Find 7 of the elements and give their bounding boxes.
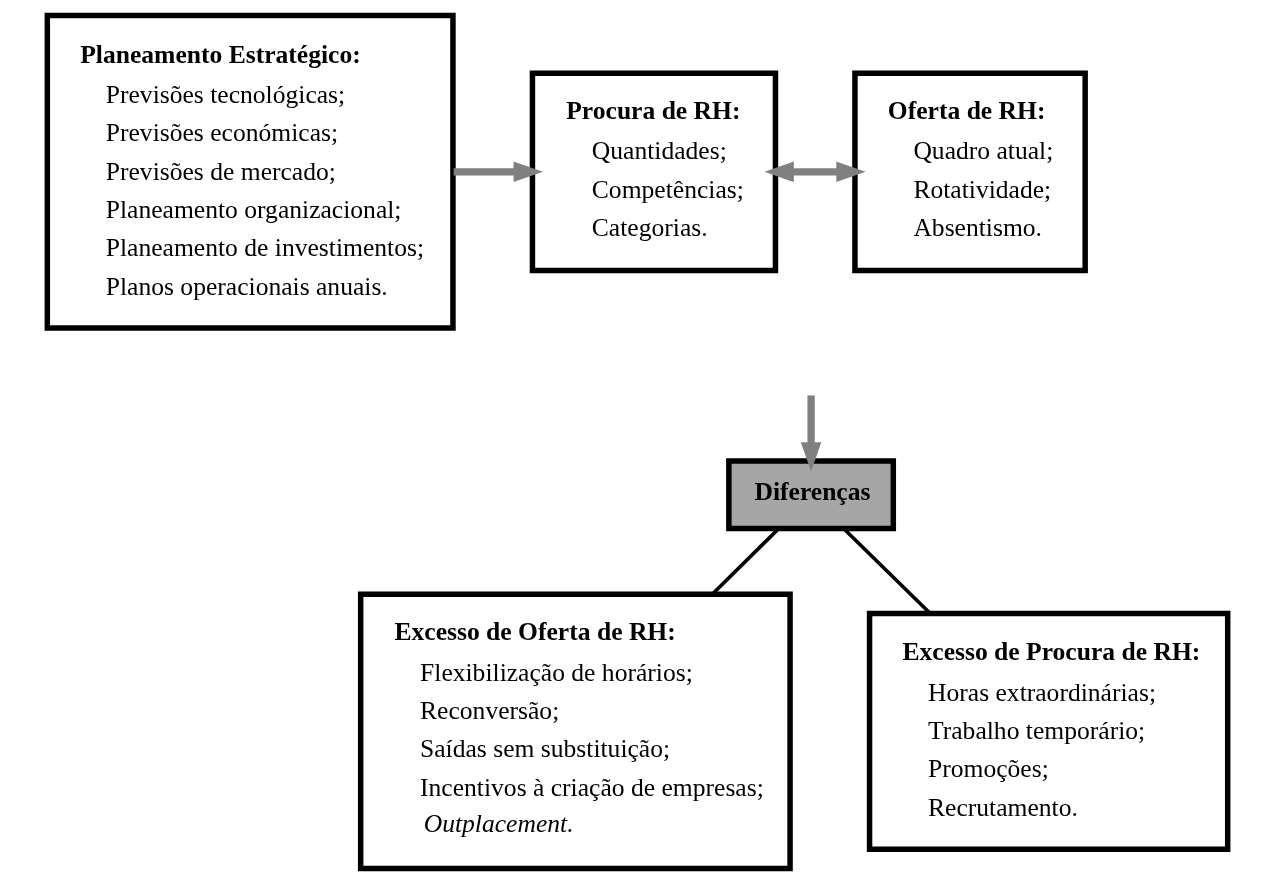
node-box: Excesso de Oferta de RH: Flexibilização de horários; Reconversão; Saídas sem substituição; Incentivos à criação de empresas; Outplacement. xyxy=(357,591,793,872)
node-box: Excesso de Procura de RH: Horas extraordinárias; Trabalho temporário; Promoções; Recrutamento. xyxy=(866,610,1231,852)
node-box: Procura de RH: Quantidades; Competências; Categorias. xyxy=(529,70,779,274)
node-box: Planeamento Estratégico: Previsões tecnológicas; Previsões económicas; Previsões de mercado; Planeamento organizacional; Planeamento de investimentos; Planos operacionais anuais. xyxy=(44,12,456,331)
node-box: Oferta de RH: Quadro atual; Rotatividade; Absentismo. xyxy=(852,70,1088,274)
node-box: Diferenças xyxy=(726,458,897,532)
arrow xyxy=(764,161,866,183)
